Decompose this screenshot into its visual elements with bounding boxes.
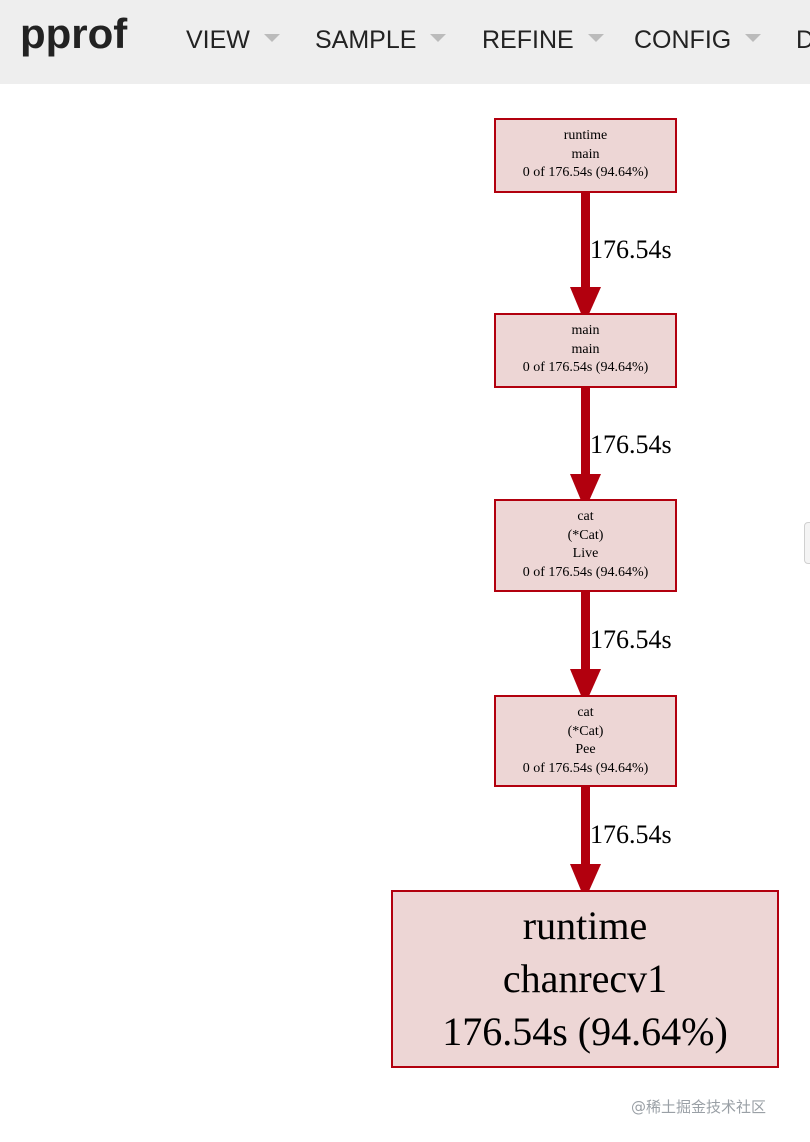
menu-download-label: D bbox=[796, 26, 810, 54]
graph-edge-label: 176.54s bbox=[590, 625, 672, 654]
node-package: runtime bbox=[522, 903, 648, 948]
node-function: Live bbox=[572, 546, 599, 561]
menu-view[interactable]: VIEW bbox=[186, 26, 280, 56]
node-function: chanrecv1 bbox=[502, 956, 668, 1001]
graph-edge-label: 176.54s bbox=[590, 235, 672, 264]
graph-edge-line[interactable] bbox=[581, 787, 590, 868]
menu-sample[interactable]: SAMPLE bbox=[315, 26, 447, 56]
menu-sample-label: SAMPLE bbox=[315, 26, 417, 54]
menu-refine[interactable]: REFINE bbox=[482, 26, 604, 56]
graph-edge-label: 176.54s bbox=[590, 820, 672, 849]
node-cost: 176.54s (94.64%) bbox=[442, 1009, 728, 1054]
node-receiver: (*Cat) bbox=[567, 723, 604, 739]
menu-view-label: VIEW bbox=[186, 26, 250, 54]
chevron-down-icon bbox=[587, 34, 604, 43]
node-cost: 0 of 176.54s (94.64%) bbox=[522, 564, 649, 580]
node-package: main bbox=[571, 323, 600, 338]
graph-edge-line[interactable] bbox=[581, 592, 590, 673]
graph-edge-line[interactable] bbox=[581, 193, 590, 291]
node-package: runtime bbox=[563, 128, 608, 143]
side-panel-handle[interactable] bbox=[804, 522, 810, 564]
node-function: main bbox=[571, 341, 600, 357]
top-menu-bar: pprof VIEW SAMPLE REFINE CONFIG D bbox=[0, 0, 810, 84]
chevron-down-icon bbox=[430, 34, 447, 43]
graph-node-main-main[interactable]: main main 0 of 176.54s (94.64%) bbox=[494, 313, 677, 388]
pprof-logo[interactable]: pprof bbox=[20, 10, 128, 57]
graph-node-runtime-main[interactable]: runtime main 0 of 176.54s (94.64%) bbox=[494, 118, 677, 193]
graph-node-cat-live[interactable]: cat (*Cat) Live 0 of 176.54s (94.64%) bbox=[494, 499, 677, 592]
menu-config-label: CONFIG bbox=[634, 26, 732, 54]
call-graph: runtime main 0 of 176.54s (94.64%) 176.5… bbox=[0, 84, 810, 1142]
graph-node-runtime-chanrecv1[interactable]: runtime chanrecv1 176.54s (94.64%) bbox=[391, 890, 779, 1068]
node-cost: 0 of 176.54s (94.64%) bbox=[522, 760, 649, 776]
menu-config[interactable]: CONFIG bbox=[634, 26, 762, 56]
node-receiver: (*Cat) bbox=[567, 527, 604, 543]
node-function: Pee bbox=[575, 742, 596, 757]
watermark: @稀土掘金技术社区 bbox=[631, 1098, 767, 1116]
graph-edge-line[interactable] bbox=[581, 388, 590, 477]
node-cost: 0 of 176.54s (94.64%) bbox=[522, 360, 649, 375]
menu-refine-label: REFINE bbox=[482, 26, 574, 54]
graph-node-cat-pee[interactable]: cat (*Cat) Pee 0 of 176.54s (94.64%) bbox=[494, 695, 677, 787]
node-function: main bbox=[571, 146, 600, 162]
node-package: cat bbox=[577, 705, 594, 720]
menu-download-truncated[interactable]: D bbox=[796, 26, 810, 56]
chevron-down-icon bbox=[263, 34, 280, 43]
node-cost: 0 of 176.54s (94.64%) bbox=[522, 165, 649, 180]
graph-edge-label: 176.54s bbox=[590, 430, 672, 459]
node-package: cat bbox=[577, 509, 594, 524]
chevron-down-icon bbox=[745, 34, 762, 43]
